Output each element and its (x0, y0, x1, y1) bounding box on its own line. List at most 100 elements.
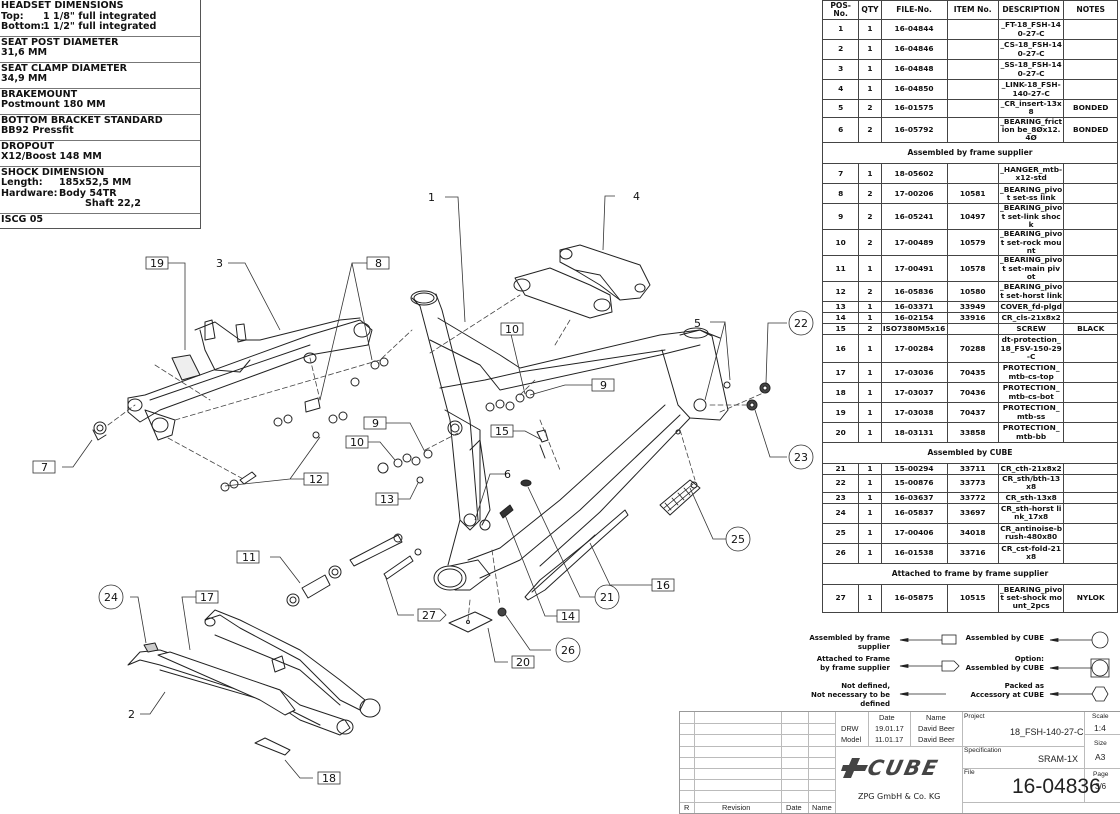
legend-frame-supplier-label: Assembled by frame supplier (809, 634, 890, 651)
cell-qty: 1 (858, 362, 882, 384)
cell-item (946, 79, 999, 100)
callout-3: 3 (216, 257, 223, 270)
svg-text:26: 26 (561, 644, 575, 657)
svg-text:25: 25 (731, 533, 745, 546)
project-value: 18_FSH-140-27-C (1010, 727, 1084, 737)
parts-list-table: POS-No. QTY FILE-No. ITEM No. DESCRIPTIO… (821, 0, 1118, 613)
cell-file: 15-00294 (880, 463, 948, 476)
specification-value: SRAM-1X (1038, 754, 1079, 764)
revision-header-name: Name (812, 803, 832, 812)
symbol-legend: Assembled by frame supplier Attached to … (780, 628, 1120, 708)
spec-value-row: Bottom:1 1/2" full integrated (1, 21, 200, 33)
cell-desc: _BEARING_pivot set-link shock (997, 203, 1065, 231)
scale-label: Scale (1092, 713, 1109, 720)
callout-box-15: 15 (490, 424, 514, 438)
svg-text:9: 9 (600, 379, 607, 392)
cell-desc: _BEARING_pivot set-shock mount_2pcs (997, 583, 1065, 613)
callout-box-9-lower: 9 (363, 416, 387, 430)
cube-logo-mark-icon (841, 758, 868, 778)
revision-header-revision: Revision (722, 803, 751, 812)
spec-line-value: 1 1/8" full integrated (43, 10, 157, 22)
callout-box-14: 14 (556, 609, 580, 623)
callout-4: 4 (633, 190, 640, 203)
spec-line-value: BB92 Pressfit (1, 125, 74, 136)
callout-1: 1 (428, 191, 435, 204)
cell-notes (1063, 463, 1118, 476)
svg-text:19: 19 (150, 257, 164, 270)
cell-desc: _LINK-18_FSH-140-27-C (997, 79, 1065, 100)
page-label: Page (1093, 771, 1109, 778)
cell-desc: _FT-18_FSH-140-27-C (997, 19, 1065, 40)
svg-text:22: 22 (794, 317, 808, 330)
spec-line-value: 31,6 MM (1, 47, 48, 58)
svg-text:27: 27 (422, 609, 436, 622)
cell-pos: 6 (821, 116, 860, 144)
callout-circle-21: 21 (594, 584, 620, 610)
svg-text:10: 10 (505, 323, 519, 336)
drw-header-name: Name (926, 713, 946, 722)
spec-title: SHOCK DIMENSION (1, 166, 105, 178)
legend-hexagon-symbol (1049, 686, 1109, 702)
cell-item (946, 116, 999, 144)
svg-text:10: 10 (350, 436, 364, 449)
spec-title: HEADSET DIMENSIONS (1, 0, 124, 11)
callout-box-12: 12 (303, 472, 329, 486)
spec-value-row: Hardware:Body 54TR (1, 187, 200, 200)
svg-text:14: 14 (561, 610, 575, 623)
spec-title: SEAT CLAMP DIAMETER (1, 62, 128, 74)
legend-rectangle-symbol (899, 634, 957, 645)
spec-value-row: Top:1 1/8" full integrated (1, 10, 200, 23)
legend-pentagon-tag-symbol (899, 660, 960, 672)
model-date: 11.01.17 (875, 735, 904, 744)
cell-qty: 1 (858, 79, 882, 100)
revision-header-date: Date (786, 803, 802, 812)
callout-2: 2 (128, 708, 135, 721)
leader-lines (62, 195, 787, 779)
callout-box-11: 11 (236, 550, 260, 564)
callout-box-20: 20 (511, 655, 535, 669)
cell-item: 33716 (946, 542, 999, 564)
spec-title: BOTTOM BRACKET STANDARD (1, 114, 163, 126)
svg-text:11: 11 (242, 551, 256, 564)
spec-value-row: X12/Boost 148 MM (1, 151, 200, 163)
cell-desc: CR_cth-21x8x2 (997, 463, 1065, 476)
cell-desc: dt-protection_18_FSV-150-29-C (997, 334, 1065, 364)
cell-item: 10581 (946, 183, 999, 205)
callout-5: 5 (694, 317, 701, 330)
callout-box-19: 19 (145, 256, 169, 270)
main-frame-part (410, 290, 731, 591)
cell-file: 17-00206 (880, 183, 948, 205)
rocker-link-part (513, 244, 651, 319)
cell-notes (1063, 334, 1118, 364)
cell-pos: 27 (821, 583, 860, 613)
model-label: Model (841, 735, 862, 744)
cell-desc: CR_antinoise-brush-480x80 (997, 522, 1065, 544)
size-value: A3 (1095, 752, 1106, 762)
spec-title: SEAT POST DIAMETER (1, 36, 119, 48)
callout-box-10-lower: 10 (345, 435, 369, 449)
spec-line-value: Body 54TR (59, 187, 117, 199)
cell-notes: BONDED (1063, 116, 1118, 144)
drw-date: 19.01.17 (875, 724, 904, 733)
callout-box-9-upper: 9 (591, 378, 615, 392)
cell-item: 10579 (946, 229, 999, 257)
legend-cube-label: Assembled by CUBE (965, 634, 1044, 642)
spec-title: ISCG 05 (1, 213, 44, 225)
spec-line-value: 34,9 MM (1, 73, 48, 84)
svg-text:24: 24 (104, 591, 118, 604)
